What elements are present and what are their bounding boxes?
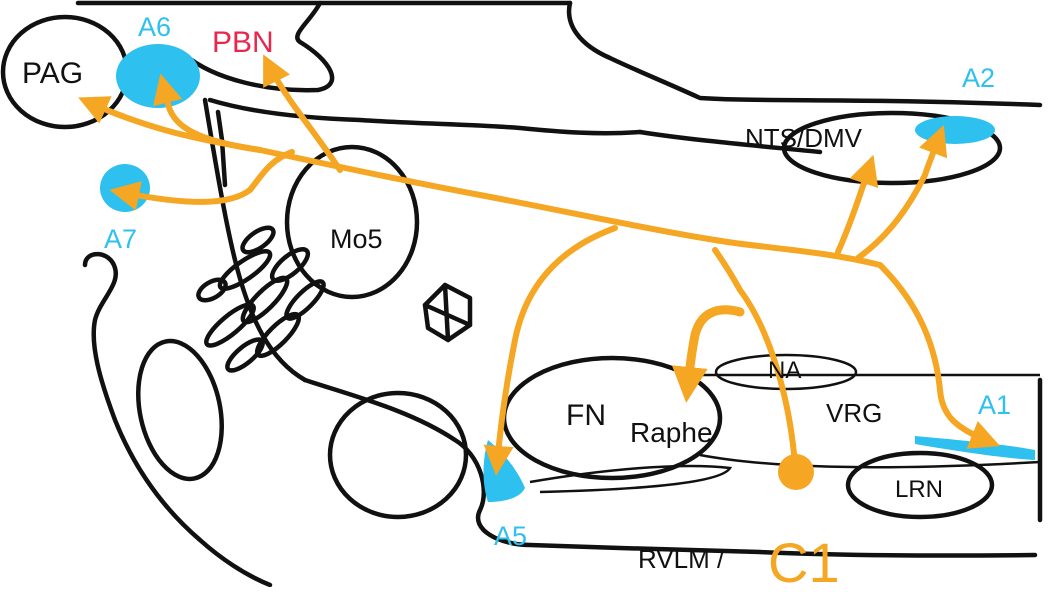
mid-border <box>637 129 823 155</box>
label-fn: FN <box>566 399 606 432</box>
label-a1: A1 <box>978 390 1011 420</box>
main-tract <box>257 147 883 268</box>
nuclei <box>0 14 1003 520</box>
label-pag: PAG <box>22 57 83 90</box>
labels: PAG A6 PBN A2 NTS/DMV A7 Mo5 NA FN Raphe… <box>22 12 1011 592</box>
fibre-bundles <box>196 225 473 373</box>
a2-area <box>915 116 995 144</box>
dorsal-contour <box>566 0 1043 108</box>
label-a6: A6 <box>138 12 171 42</box>
a7-area <box>100 164 150 212</box>
to-a6 <box>153 73 263 153</box>
brainstem-outlines <box>75 0 1043 588</box>
label-a2: A2 <box>962 63 995 93</box>
label-nts-dmv: NTS/DMV <box>745 123 863 153</box>
a6-area <box>116 44 200 108</box>
to-nts <box>835 154 879 255</box>
to-a2 <box>855 124 948 261</box>
to-pbn <box>263 54 343 173</box>
nts-dmv-nucleus <box>781 110 1003 186</box>
label-c1: C1 <box>768 531 840 587</box>
to-a7 <box>109 149 295 211</box>
left-lower-contour <box>82 251 273 588</box>
label-raphe: Raphe <box>630 417 713 448</box>
label-vrg: VRG <box>826 398 882 428</box>
label-pbn: PBN <box>212 26 274 59</box>
ventral-respiratory-box <box>699 373 1041 469</box>
c1-projections <box>78 54 1001 490</box>
mo5-nucleus <box>284 144 420 300</box>
label-rvlm: RVLM / <box>638 544 725 574</box>
cerebellar-peduncle <box>207 97 643 136</box>
to-raphe <box>671 305 745 403</box>
label-mo5: Mo5 <box>330 224 383 254</box>
a1-area <box>915 436 1035 460</box>
to-a1 <box>877 262 1001 449</box>
ventral-contour <box>302 377 1038 558</box>
lateral-tract-line <box>202 97 308 383</box>
trunk-c1 <box>712 247 798 468</box>
raphe-underline <box>529 464 733 494</box>
lower-left-nucleus <box>136 338 224 482</box>
to-a5 <box>483 225 618 476</box>
lower-mid-nucleus <box>327 390 469 520</box>
label-lrn: LRN <box>895 476 943 503</box>
pbn-region-outline <box>182 0 335 93</box>
label-na: NA <box>768 357 801 384</box>
lrn-nucleus <box>845 450 995 520</box>
label-a7: A7 <box>104 224 137 254</box>
label-a5: A5 <box>494 521 527 551</box>
c1-cell-body <box>778 454 814 490</box>
na-nucleus <box>714 353 858 391</box>
